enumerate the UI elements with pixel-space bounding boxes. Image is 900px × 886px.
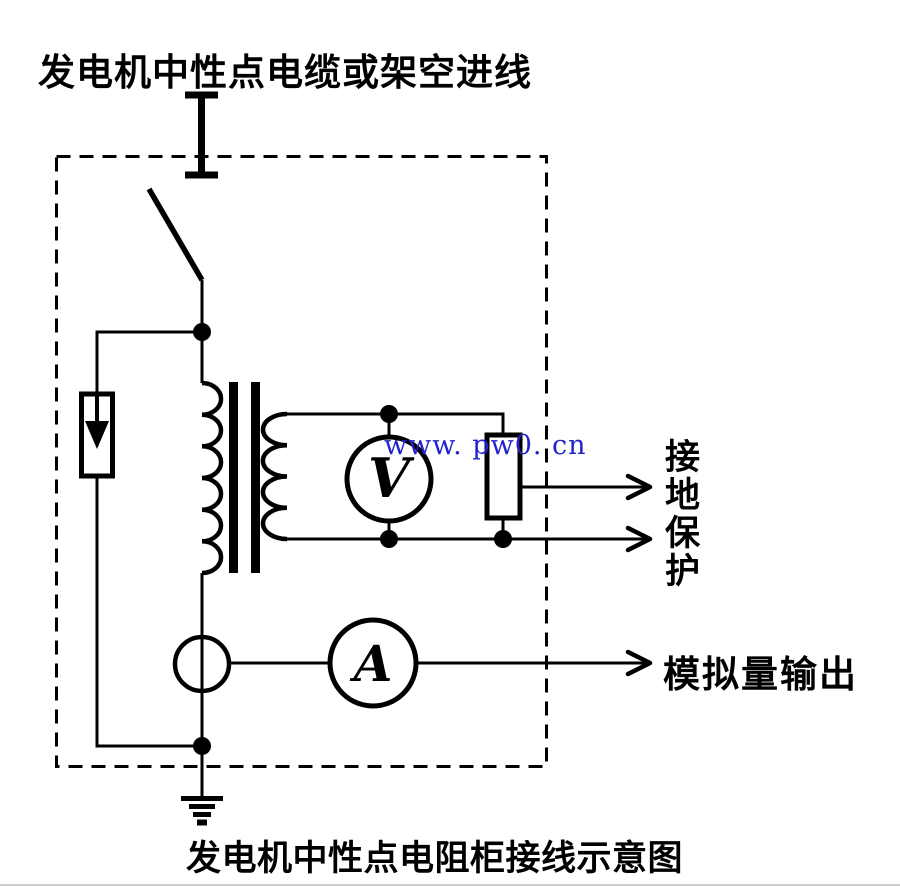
page-bottom-divider — [0, 884, 900, 886]
transformer — [201, 380, 288, 576]
ground-protection-label: 接地保护 — [660, 438, 699, 590]
output-arrows — [625, 473, 653, 677]
ammeter-letter: A — [350, 634, 393, 693]
arrow-ground-protection-bottom — [625, 525, 653, 553]
grounding-resistor — [484, 432, 523, 521]
surge-arrester-branch — [95, 330, 202, 748]
cabinet-dashed-border — [55, 155, 548, 768]
arrester-arrow-icon — [85, 421, 109, 449]
incoming-line-title: 发电机中性点电缆或架空进线 — [38, 52, 532, 93]
analog-output-label: 模拟量输出 — [663, 654, 858, 695]
ammeter: A — [327, 617, 419, 709]
secondary-circuit-wires — [287, 412, 646, 541]
surge-arrester — [79, 391, 115, 479]
arrow-analog-output — [625, 649, 653, 677]
diagram-caption: 发电机中性点电阻柜接线示意图 — [186, 839, 684, 878]
voltmeter: V — [344, 434, 434, 524]
disconnect-switch — [146, 187, 205, 332]
transformer-secondary-winding — [260, 411, 288, 542]
cable-termination-icon — [185, 91, 218, 179]
ground-symbol-icon — [181, 746, 223, 826]
junction-dots — [193, 323, 512, 755]
arrow-ground-protection-top — [625, 473, 653, 501]
voltmeter-letter: V — [368, 446, 415, 510]
transformer-primary-winding — [201, 380, 224, 576]
watermark-text: www. pw0. cn — [384, 430, 587, 461]
